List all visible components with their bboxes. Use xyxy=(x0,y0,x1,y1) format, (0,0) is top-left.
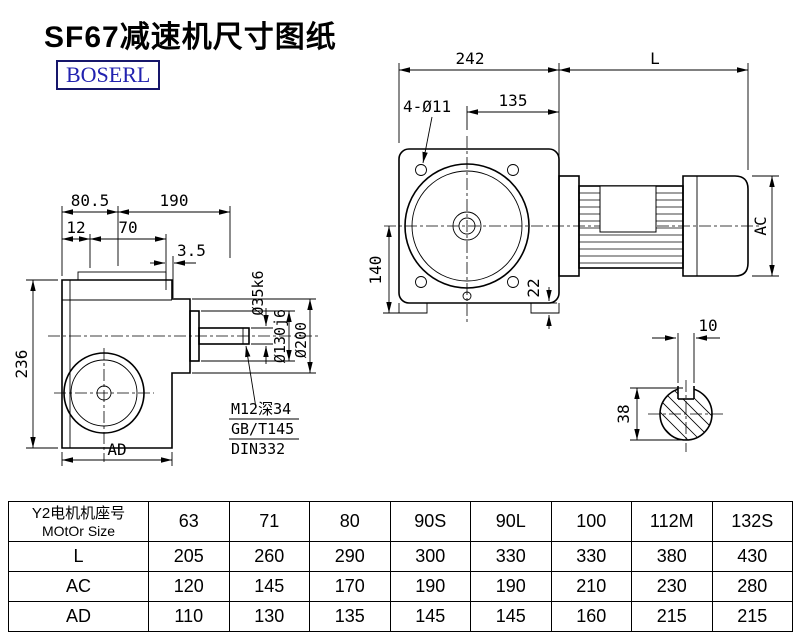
technical-drawing: 242 L 135 4-Ø11 140 22 AC xyxy=(12,49,779,466)
motor-terminal-box xyxy=(599,185,657,233)
value-cell: 230 xyxy=(631,571,713,602)
value-cell: 145 xyxy=(470,601,552,632)
note-thread: M12深34 xyxy=(231,400,291,418)
value-cell: 260 xyxy=(228,541,310,572)
dim-70: 70 xyxy=(118,218,137,237)
value-cell: 330 xyxy=(470,541,552,572)
value-cell: 110 xyxy=(148,601,230,632)
value-cell: 120 xyxy=(148,571,230,602)
motor-size-cell: 80 xyxy=(309,501,391,542)
table-row-AC: AC 120 145 170 190 190 210 230 280 xyxy=(8,571,793,602)
value-cell: 215 xyxy=(631,601,713,632)
motor-size-header: Y2电机机座号 MOtOr Size xyxy=(8,501,149,542)
motor-size-cell: 112M xyxy=(631,501,713,542)
dim-80-5: 80.5 xyxy=(71,191,110,210)
table-row-motor-size: Y2电机机座号 MOtOr Size 63 71 80 90S 90L 100 … xyxy=(8,501,793,542)
value-cell: 300 xyxy=(389,541,471,572)
motor-size-cell: 63 xyxy=(148,501,230,542)
dim-spigot-dia: Ø130j6 xyxy=(271,309,289,363)
front-view: 242 L 135 4-Ø11 140 22 AC xyxy=(366,49,779,329)
dim-flange-dia: Ø200 xyxy=(292,322,310,358)
table-row-AD: AD 110 130 135 145 145 160 215 215 xyxy=(8,601,793,632)
row-label: AC xyxy=(8,571,149,602)
value-cell: 215 xyxy=(711,601,793,632)
value-cell: 330 xyxy=(550,541,632,572)
motor-size-cell: 90S xyxy=(389,501,471,542)
note-din: DIN332 xyxy=(231,440,285,458)
dim-shaft-dia: Ø35k6 xyxy=(249,270,267,315)
dim-10: 10 xyxy=(698,316,717,335)
shaft-section-view: 10 38 xyxy=(614,316,724,452)
table-row-L: L 205 260 290 300 330 330 380 430 xyxy=(8,541,793,572)
value-cell: 210 xyxy=(550,571,632,602)
brand-logo: BOSERL xyxy=(56,60,161,90)
value-cell: 170 xyxy=(309,571,391,602)
dim-bolt-holes: 4-Ø11 xyxy=(403,97,451,116)
dim-L: L xyxy=(650,49,660,68)
row-label: L xyxy=(8,541,149,572)
value-cell: 160 xyxy=(550,601,632,632)
value-cell: 430 xyxy=(711,541,793,572)
motor-size-cell: 71 xyxy=(228,501,310,542)
dim-135: 135 xyxy=(499,91,528,110)
value-cell: 130 xyxy=(228,601,310,632)
value-cell: 290 xyxy=(309,541,391,572)
motor-size-cell: 100 xyxy=(550,501,632,542)
value-cell: 135 xyxy=(309,601,391,632)
size-table: Y2电机机座号 MOtOr Size 63 71 80 90S 90L 100 … xyxy=(8,501,793,632)
dim-140: 140 xyxy=(366,256,385,285)
dim-AC: AC xyxy=(751,216,770,235)
value-cell: 145 xyxy=(389,601,471,632)
value-cell: 190 xyxy=(470,571,552,602)
dim-AD: AD xyxy=(107,440,126,459)
value-cell: 380 xyxy=(631,541,713,572)
motor-size-cell: 132S xyxy=(711,501,793,542)
dim-22: 22 xyxy=(524,278,543,297)
side-view: 80.5 190 12 70 3.5 236 AD xyxy=(12,191,320,466)
value-cell: 205 xyxy=(148,541,230,572)
dim-12: 12 xyxy=(66,218,85,237)
dim-3-5: 3.5 xyxy=(177,241,206,260)
motor-size-cell: 90L xyxy=(470,501,552,542)
value-cell: 145 xyxy=(228,571,310,602)
motor-size-header-cn: Y2电机机座号 xyxy=(31,504,126,522)
motor-size-header-en: MOtOr Size xyxy=(41,522,116,539)
page-title: SF67减速机尺寸图纸 xyxy=(44,21,337,54)
value-cell: 190 xyxy=(389,571,471,602)
row-label: AD xyxy=(8,601,149,632)
dim-38: 38 xyxy=(614,404,633,423)
value-cell: 280 xyxy=(711,571,793,602)
note-gbt: GB/T145 xyxy=(231,420,294,438)
dim-242: 242 xyxy=(456,49,485,68)
dim-190: 190 xyxy=(160,191,189,210)
dim-236: 236 xyxy=(12,350,31,379)
